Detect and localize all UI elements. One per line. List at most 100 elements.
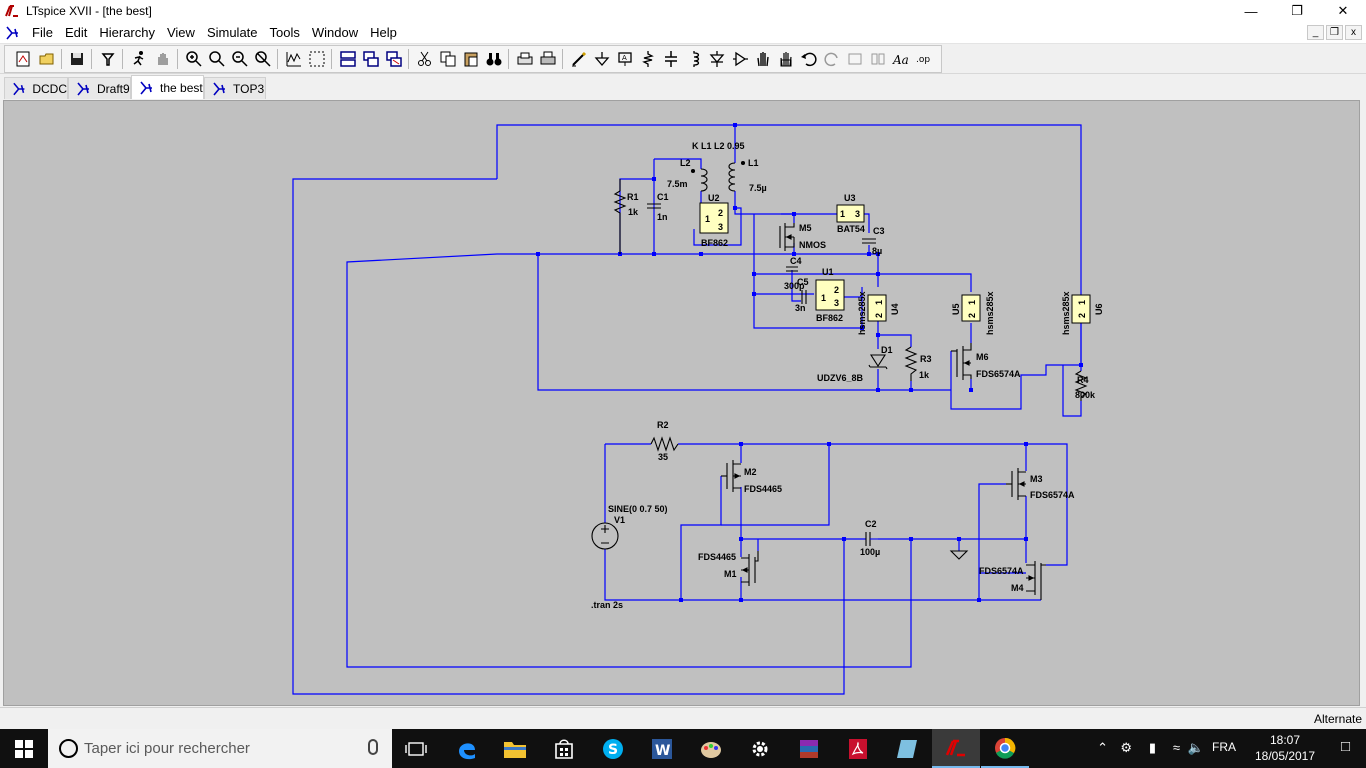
c2-label: C2 xyxy=(865,519,877,529)
spice-directive-icon[interactable]: .op xyxy=(914,49,934,69)
menu-hierarchy[interactable]: Hierarchy xyxy=(99,25,155,40)
resistor-icon[interactable] xyxy=(638,49,658,69)
mdi-minimize-button[interactable]: _ xyxy=(1307,25,1324,40)
clock[interactable]: 18:07 18/05/2017 xyxy=(1250,732,1320,764)
ground-icon[interactable] xyxy=(592,49,612,69)
status-mode: Alternate xyxy=(1313,712,1362,726)
control-panel-icon[interactable] xyxy=(98,49,118,69)
minimize-button[interactable]: — xyxy=(1244,3,1258,19)
taskbar-ltspice[interactable] xyxy=(932,729,980,768)
drag-hand-icon[interactable] xyxy=(776,49,796,69)
text-icon[interactable]: Aa xyxy=(891,49,911,69)
document-tabs: DCDC Draft9 the best TOP3 xyxy=(0,75,1366,99)
restore-button[interactable]: ❐ xyxy=(1291,3,1303,18)
battery-icon[interactable]: ▮ xyxy=(1148,740,1156,755)
zoom-in-icon[interactable] xyxy=(184,49,204,69)
gear-icon xyxy=(752,741,768,756)
tab-the-best[interactable]: the best xyxy=(131,75,204,99)
redo-icon[interactable] xyxy=(822,49,842,69)
capacitor-c3 xyxy=(862,238,876,244)
mdi-restore-button[interactable]: ❐ xyxy=(1326,25,1343,40)
component-icon[interactable] xyxy=(730,49,750,69)
taskbar-settings[interactable] xyxy=(736,729,784,768)
symbol-u3 xyxy=(836,204,865,223)
input-language[interactable]: FRA xyxy=(1212,740,1236,754)
rotate-icon[interactable] xyxy=(845,49,865,69)
voltage-source-v1 xyxy=(591,522,619,550)
taskbar-store[interactable] xyxy=(540,729,588,768)
menu-simulate[interactable]: Simulate xyxy=(206,25,258,40)
menu-tools[interactable]: Tools xyxy=(269,25,300,40)
taskbar-winrar[interactable] xyxy=(785,729,833,768)
schematic-doc-icon[interactable] xyxy=(4,25,20,40)
taskbar-skype[interactable]: S xyxy=(589,729,637,768)
tab-dcdc[interactable]: DCDC xyxy=(4,77,68,99)
taskbar-paint[interactable] xyxy=(687,729,735,768)
clock-time: 18:07 xyxy=(1269,733,1301,747)
wifi-icon[interactable]: ≈ xyxy=(1172,740,1180,755)
capacitor-c4 xyxy=(786,266,798,272)
save-icon[interactable] xyxy=(67,49,87,69)
taskbar-acrobat[interactable] xyxy=(834,729,882,768)
taskbar-edge[interactable] xyxy=(443,729,491,768)
tab-label: TOP3 xyxy=(233,81,265,96)
mirror-icon[interactable] xyxy=(868,49,888,69)
print-preview-icon[interactable] xyxy=(515,49,535,69)
close-button[interactable]: ✕ xyxy=(1337,3,1349,18)
menu-edit[interactable]: Edit xyxy=(64,25,88,40)
schematic-canvas[interactable]: K L1 L2 0.95 L2 7.5m L1 7.5µ R1 1k C1 1n… xyxy=(3,100,1360,706)
start-button[interactable] xyxy=(0,729,48,768)
nmos-m5 xyxy=(779,223,795,251)
u3-pin3: 3 xyxy=(855,209,860,219)
menu-file[interactable]: File xyxy=(32,25,53,40)
c4-label: C4 xyxy=(790,256,802,266)
menu-window[interactable]: Window xyxy=(311,25,359,40)
mdi-close-button[interactable]: x xyxy=(1345,25,1362,40)
notes-icon xyxy=(897,739,917,758)
close-all-icon[interactable] xyxy=(384,49,404,69)
tab-top3[interactable]: TOP3 xyxy=(204,77,266,99)
volume-mute-icon[interactable]: 🔈 xyxy=(1187,740,1204,755)
menu-view[interactable]: View xyxy=(166,25,195,40)
run-icon[interactable] xyxy=(129,49,149,69)
move-hand-icon[interactable] xyxy=(753,49,773,69)
show-hidden-icons-icon[interactable]: ⌃ xyxy=(1097,740,1108,755)
draw-wire-icon[interactable] xyxy=(569,49,589,69)
r3-value: 1k xyxy=(919,370,930,380)
new-schematic-icon[interactable] xyxy=(13,49,33,69)
taskbar-word[interactable]: W xyxy=(638,729,686,768)
zoom-area-icon[interactable] xyxy=(307,49,327,69)
pan-icon[interactable] xyxy=(207,49,227,69)
cut-icon[interactable] xyxy=(415,49,435,69)
diode-icon[interactable] xyxy=(707,49,727,69)
autorange-icon[interactable] xyxy=(284,49,304,69)
notifications-icon[interactable]: □ xyxy=(1340,738,1350,755)
find-binoculars-icon[interactable] xyxy=(484,49,504,69)
tab-draft9[interactable]: Draft9 xyxy=(68,77,131,99)
inductor-icon[interactable] xyxy=(684,49,704,69)
taskbar-notes-app[interactable] xyxy=(883,729,931,768)
print-icon[interactable] xyxy=(538,49,558,69)
network-devices-icon[interactable]: ⚙ xyxy=(1120,740,1132,755)
microphone-icon[interactable] xyxy=(368,739,378,755)
capacitor-c2 xyxy=(865,532,871,546)
task-view-button[interactable] xyxy=(392,729,440,768)
paste-icon[interactable] xyxy=(461,49,481,69)
search-placeholder: Taper ici pour rechercher xyxy=(84,740,250,757)
taskbar-chrome[interactable] xyxy=(981,729,1029,768)
m2-part: FDS4465 xyxy=(744,484,782,494)
label-net-icon[interactable]: A xyxy=(615,49,635,69)
resistor-r2 xyxy=(650,436,679,452)
taskbar-file-explorer[interactable] xyxy=(491,729,539,768)
cascade-icon[interactable] xyxy=(361,49,381,69)
menu-help[interactable]: Help xyxy=(370,25,397,40)
zoom-out-icon[interactable] xyxy=(230,49,250,69)
open-folder-icon[interactable] xyxy=(37,49,57,69)
tile-horizontal-icon[interactable] xyxy=(338,49,358,69)
halt-hand-icon[interactable] xyxy=(153,49,173,69)
zoom-fit-icon[interactable] xyxy=(253,49,273,69)
copy-icon[interactable] xyxy=(438,49,458,69)
capacitor-icon[interactable] xyxy=(661,49,681,69)
undo-icon[interactable] xyxy=(799,49,819,69)
taskbar-search[interactable]: Taper ici pour rechercher xyxy=(48,729,392,768)
